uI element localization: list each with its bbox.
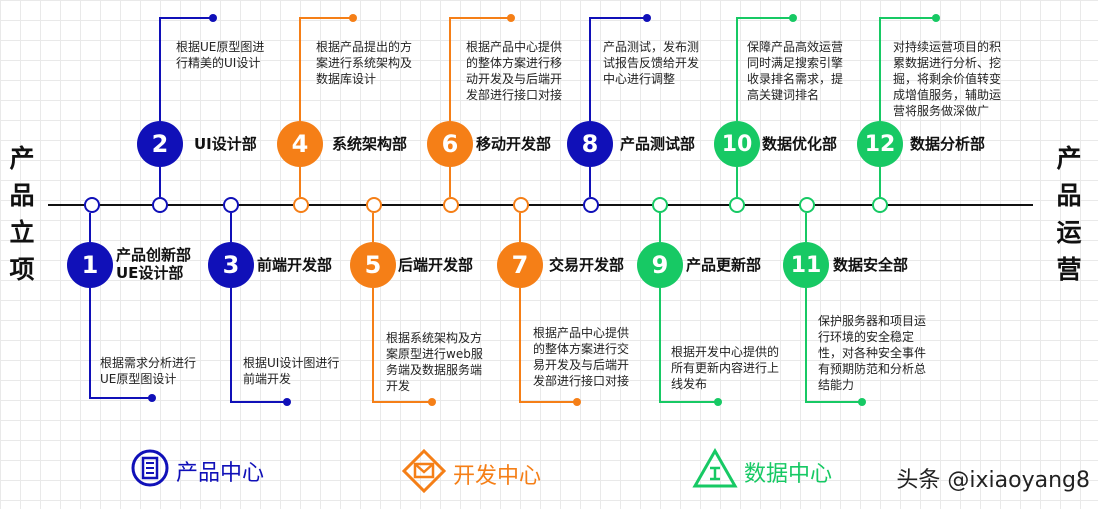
side-label-char: 项 xyxy=(9,255,35,284)
connector-end-dot xyxy=(858,398,866,406)
department-description: 保护服务器和项目运 行环境的安全稳定 性，对各种安全事件 有预期防范和分析总 结… xyxy=(818,314,927,392)
department-name: 数据优化部 xyxy=(762,135,838,153)
department-name: UI设计部 xyxy=(194,135,257,153)
connector-line xyxy=(230,288,287,403)
connector-line xyxy=(449,17,511,121)
timeline-node xyxy=(652,197,668,213)
department-name: 产品更新部 xyxy=(686,256,762,274)
connector-line xyxy=(89,288,152,399)
timeline-axis xyxy=(48,204,1033,206)
side-label-char: 立 xyxy=(9,218,35,247)
timeline-node xyxy=(293,197,309,213)
department-description: 根据需求分析进行 UE原型图设计 xyxy=(100,356,197,386)
connector-line xyxy=(659,288,718,403)
side-label-char: 营 xyxy=(1056,255,1082,284)
right-side-label: 产品运营 xyxy=(1053,140,1085,288)
connector-line xyxy=(589,17,647,121)
department-name: 系统架构部 xyxy=(332,135,408,153)
timeline-node xyxy=(152,197,168,213)
side-label-char: 品 xyxy=(9,181,35,210)
connector-line xyxy=(736,17,793,121)
department-description: 对持续运营项目的积 累数据进行分析、挖 掘，将剩余价值转变 成增值服务，辅助运 … xyxy=(893,40,1002,118)
connector-end-dot xyxy=(932,14,940,22)
side-label-char: 产 xyxy=(9,144,35,173)
step-number-badge: 4 xyxy=(277,121,323,167)
legend-item: 数据中心 xyxy=(692,447,833,496)
department-name: 交易开发部 xyxy=(549,256,625,274)
step-number-badge: 2 xyxy=(137,121,183,167)
department-description: 根据产品中心提供 的整体方案进行交 易开发及与后端开 发部进行接口对接 xyxy=(533,326,630,388)
department-description: 根据UI设计图进行 前端开发 xyxy=(243,356,340,386)
legend-label: 产品中心 xyxy=(176,461,265,486)
department-name: 数据分析部 xyxy=(910,135,986,153)
connector-end-dot xyxy=(428,398,436,406)
connector-line xyxy=(299,17,353,121)
department-description: 根据产品提出的方 案进行系统架构及 数据库设计 xyxy=(316,40,413,86)
step-number-badge: 11 xyxy=(783,242,829,288)
connector-line xyxy=(879,17,936,121)
department-name: 产品测试部 xyxy=(620,135,696,153)
connector-line xyxy=(159,17,213,121)
timeline-node xyxy=(366,197,382,213)
department-name: 前端开发部 xyxy=(257,256,333,274)
step-number-badge: 6 xyxy=(427,121,473,167)
department-description: 根据系统架构及方 案原型进行web服 务端及数据服务端 开发 xyxy=(386,331,483,393)
connector-end-dot xyxy=(507,14,515,22)
department-description: 产品测试，发布测 试报告反馈给开发 中心进行调整 xyxy=(603,40,700,86)
step-number-badge: 3 xyxy=(208,242,254,288)
timeline-node xyxy=(729,197,745,213)
department-description: 根据UE原型图进 行精美的UI设计 xyxy=(176,40,265,70)
side-label-char: 品 xyxy=(1056,181,1082,210)
connector-line xyxy=(372,288,432,403)
department-name: 移动开发部 xyxy=(476,135,552,153)
connector-end-dot xyxy=(283,398,291,406)
connector-end-dot xyxy=(789,14,797,22)
legend-item: 产品中心 xyxy=(130,448,264,494)
department-name: 后端开发部 xyxy=(398,256,474,274)
envelope-diamond-icon xyxy=(401,448,447,500)
side-label-char: 运 xyxy=(1056,218,1082,247)
connector-end-dot xyxy=(573,398,581,406)
department-description: 保障产品高效运营 同时满足搜索引擎 收录排名需求，提 高关键词排名 xyxy=(747,40,844,102)
step-number-badge: 12 xyxy=(857,121,903,167)
timeline-node xyxy=(872,197,888,213)
timeline-node xyxy=(84,197,100,213)
step-number-badge: 1 xyxy=(67,242,113,288)
triangle-text-icon xyxy=(692,447,738,496)
connector-end-dot xyxy=(209,14,217,22)
connector-end-dot xyxy=(148,394,156,402)
department-name: 产品创新部 UE设计部 xyxy=(116,246,192,282)
timeline-node xyxy=(223,197,239,213)
legend-label: 数据中心 xyxy=(744,462,833,487)
legend-item: 开发中心 xyxy=(401,448,541,500)
department-description: 根据产品中心提供 的整体方案进行移 动开发及与后端开 发部进行接口对接 xyxy=(466,40,563,102)
step-number-badge: 8 xyxy=(567,121,613,167)
side-label-char: 产 xyxy=(1056,144,1082,173)
step-number-badge: 9 xyxy=(637,242,683,288)
connector-end-dot xyxy=(349,14,357,22)
step-number-badge: 10 xyxy=(714,121,760,167)
timeline-node xyxy=(583,197,599,213)
timeline-node xyxy=(513,197,529,213)
watermark: 头条 @ixiaoyang8 xyxy=(896,468,1090,493)
connector-end-dot xyxy=(643,14,651,22)
legend-label: 开发中心 xyxy=(453,464,542,489)
left-side-label: 产品立项 xyxy=(6,140,38,288)
connector-line xyxy=(519,288,577,403)
timeline-node xyxy=(443,197,459,213)
connector-end-dot xyxy=(714,398,722,406)
connector-line xyxy=(805,288,862,403)
document-stack-icon xyxy=(130,448,170,494)
timeline-node xyxy=(799,197,815,213)
step-number-badge: 7 xyxy=(497,242,543,288)
step-number-badge: 5 xyxy=(350,242,396,288)
department-name: 数据安全部 xyxy=(833,256,909,274)
department-description: 根据开发中心提供的 所有更新内容进行上 线发布 xyxy=(671,345,780,391)
